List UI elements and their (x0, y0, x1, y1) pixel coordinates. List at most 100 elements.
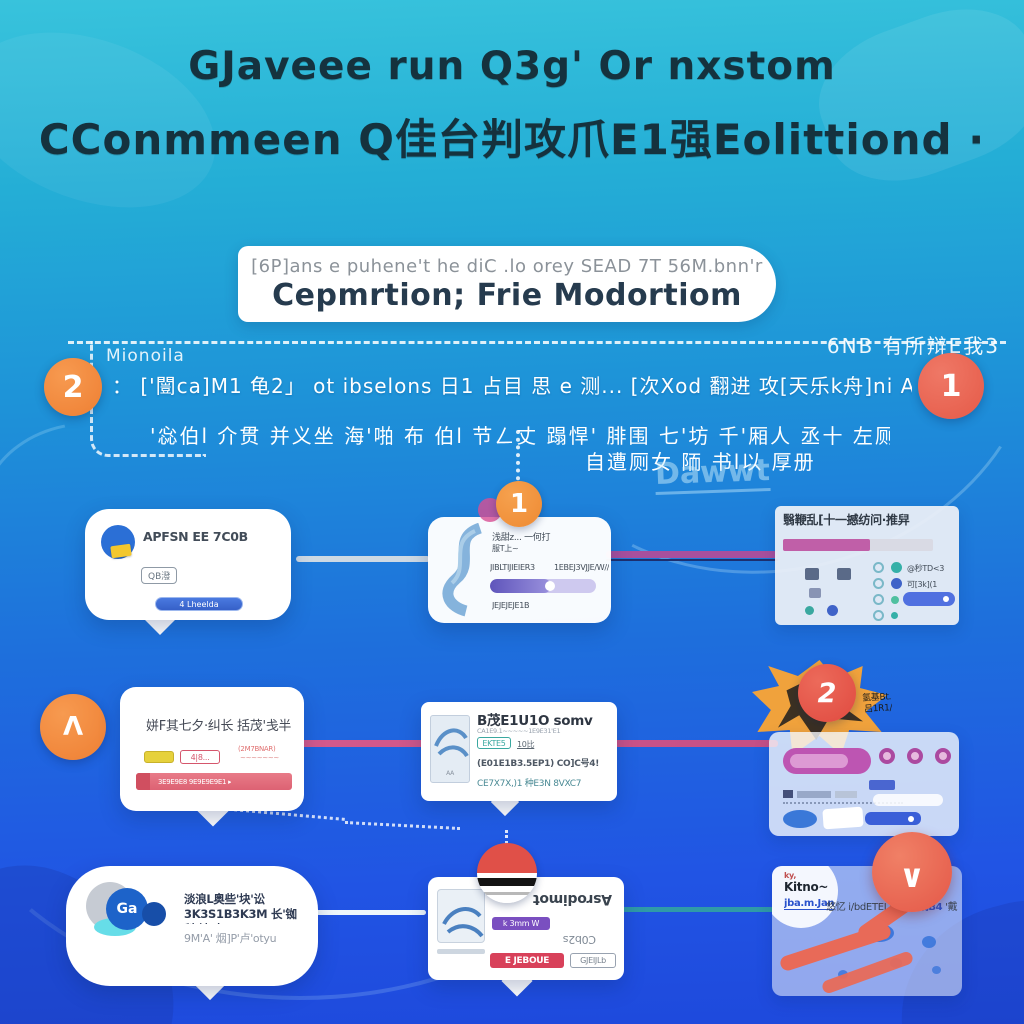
decor-blob-top-right (800, 0, 1024, 204)
icon-dot-blue-a[interactable] (827, 605, 838, 616)
card-offer: 姘F其七夕·纠长 括茂'戋半 4|8... (2M7BNAR) ~~~~~~~ … (120, 687, 304, 811)
brand-line1: 淡浪L奥些'块'讼3K3S1B3K3M 长'铷 科'钟'丰 (184, 892, 297, 924)
icon-dot-teal-2[interactable] (891, 612, 898, 619)
teal-tag: EKTE5 (477, 737, 511, 749)
white-bar (873, 794, 943, 806)
callout-text-line1: ： ['闓ca]M1 龟2」 ot ibselons 日1 占目 思 e 测..… (112, 374, 912, 398)
red-outline-tag: 4|8... (180, 750, 220, 764)
card-chat-left: APFSN EE 7C0B QB潑 4 Lheelda (85, 509, 291, 620)
icon-ring-3[interactable] (873, 594, 884, 605)
trend-link[interactable]: jba.m.Jan (784, 898, 835, 910)
red-tag: E JEBOUE (490, 953, 564, 968)
icon-square-3[interactable] (809, 588, 821, 598)
qb-badge: QB潑 (141, 567, 178, 584)
banner-heading: Cepmrtion; Frie Modortiom (272, 277, 742, 313)
trend-line-text: 悠忆 i/bdETEI ELL U 戍B4 '戴)厘[o (826, 898, 958, 913)
connector-row3-left (316, 910, 426, 915)
red-bar[interactable]: 3E9E9E8 9E9E9E9E1 ▸ (136, 773, 292, 790)
icon-ring-1[interactable] (873, 562, 884, 573)
panel-header: 翳鞭乱[十一撼纺问·推舁 (783, 513, 910, 527)
brand-logo: Ga (106, 888, 148, 930)
callout-corner-note: 6NB 有所辩E我3 (826, 334, 1000, 358)
card-media-panel (769, 732, 959, 836)
icon-dot-green[interactable] (891, 596, 899, 604)
step-badge-red2: 2 (798, 664, 856, 722)
listing-thumbnail (437, 889, 485, 943)
red-bar-icon (136, 773, 150, 790)
camera-dome-icon (477, 843, 537, 903)
text-line-b: 服T上~ (492, 544, 519, 553)
dotted-underline (783, 802, 903, 804)
icon-square-2[interactable] (837, 568, 851, 580)
icon-dot-teal-1[interactable] (891, 562, 902, 573)
poster-title-line1: GJaveee run Q3g' Or nxstom (188, 44, 836, 89)
white-wedge (822, 806, 864, 830)
callout-text-line2: '惢伯l 介贯 并义坐 海'啪 布 伯l 节ㄥ丈 蹋悍' 腓围 七'坊 千'厢人… (150, 424, 890, 448)
purple-tag: k 3mm W (492, 917, 550, 930)
thumbnail-label: AA (446, 770, 454, 777)
pill-dot-icon (908, 815, 914, 822)
progress-fill (490, 579, 552, 593)
media-dot-2[interactable] (907, 748, 923, 764)
trend-note: ky, (784, 871, 797, 880)
small-blue-tag[interactable] (869, 780, 895, 790)
gray-tag: GJEIJLb (570, 953, 616, 968)
brand-line2: 9M'A' 烟]P'卢'otyu (184, 932, 277, 945)
trend-line-a: 悠忆 i/bdETEI ELL U (826, 902, 919, 913)
caret-badge: Λ (40, 694, 106, 760)
teal-tag2: 10比 (517, 740, 535, 749)
swirl-graphic (442, 523, 483, 617)
banner-subtitle: [6P]ans e puhene't he diC .lo orey SEAD … (251, 255, 763, 277)
card-product: AA B茂E1U1O somv CA1E9.1~~~~~1E9E31'E1 EK… (421, 702, 617, 801)
card-title: APFSN EE 7C0B (143, 529, 248, 544)
panel-label-b: 可[3k](1 (907, 580, 938, 589)
tiny-dark-bar (783, 790, 793, 798)
callout-dashed-border-top (68, 341, 1006, 344)
connector-row1-right-magenta (606, 551, 778, 558)
product-line1: (E01E1B3.5EP1) CO]C号4! (477, 759, 599, 769)
connector-row1-left (296, 556, 430, 562)
panel-white-blob (772, 866, 838, 928)
connector-dotted-vertical (516, 430, 520, 488)
progress-knob[interactable] (545, 581, 556, 591)
action-button[interactable]: 4 Lheelda (155, 597, 243, 611)
red-note-line1: (2M7BNAR) (238, 745, 276, 753)
card-brand: Ga 淡浪L奥些'块'讼3K3S1B3K3M 长'铷 科'钟'丰 9M'A' 烟… (66, 866, 318, 986)
panel-blue-button[interactable] (903, 592, 955, 606)
banner-card: [6P]ans e puhene't he diC .lo orey SEAD … (238, 246, 776, 322)
icon-square-1[interactable] (805, 568, 819, 580)
connector-dotted-diag2 (345, 820, 460, 831)
thumb-caption-bar (437, 949, 485, 954)
text-line-e: JEJEJEJE1B (492, 601, 530, 610)
yellow-tag (144, 751, 174, 763)
folder-icon (110, 543, 132, 559)
callout-label: Mionoila (106, 346, 185, 366)
icon-dot-blue-2[interactable] (891, 578, 902, 589)
magenta-pill[interactable] (783, 748, 871, 774)
pink-progress-track[interactable] (783, 539, 933, 551)
trend-brand: Kitno~ (784, 880, 829, 894)
media-dot-3[interactable] (935, 748, 951, 764)
poster-title-line2: CConmmeen Q佳台判攻爪E1强Eolittiond · (38, 115, 986, 164)
card-step1: 浅甜z... 一何打 服T上~ JIBLTIJIEIER3 1EBEJ3VJJE… (428, 517, 611, 623)
blue-dot-5 (932, 966, 941, 974)
connector-row3-right (616, 907, 774, 912)
media-dot-1[interactable] (879, 748, 895, 764)
download-circle[interactable]: ∨ (872, 832, 952, 912)
text-line-d: 1EBEJ3VJJE/W// (554, 563, 609, 572)
progress-bar[interactable] (490, 579, 596, 593)
product-dotted: CA1E9.1~~~~~1E9E31'E1 (477, 727, 561, 735)
product-line2: CE7X7X,)1 种E3N 8VXC7 (477, 779, 582, 789)
thumbnail-scribble (442, 907, 484, 938)
watermark-text: Dawwt (654, 453, 771, 495)
trend-line-c: '戴)厘[o (945, 902, 958, 913)
red-bar-text: 3E9E9E8 9E9E9E9E1 ▸ (158, 777, 232, 786)
icon-dot-teal-a[interactable] (805, 606, 814, 615)
scribble-text2: 吕1R1/ (863, 703, 893, 715)
blue-dot-2 (922, 936, 936, 948)
button-knob-icon (943, 596, 949, 602)
icon-ring-2[interactable] (873, 578, 884, 589)
icon-ring-4[interactable] (873, 610, 884, 621)
panel-blue-pill[interactable] (865, 812, 921, 825)
